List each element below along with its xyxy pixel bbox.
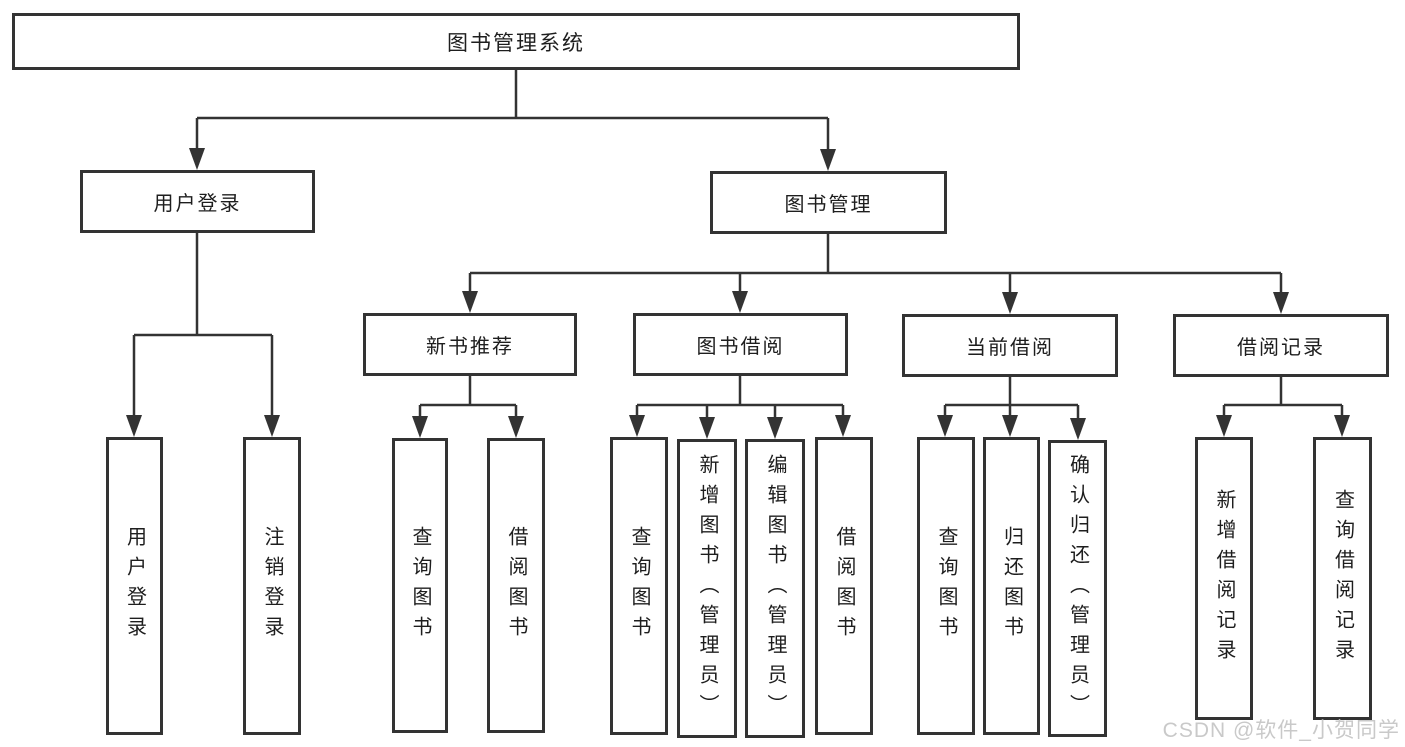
connector-root xyxy=(195,70,830,151)
leaf-confirm-return-admin: 确认归还（管理员） xyxy=(1048,440,1107,737)
leaf-logout: 注销登录 xyxy=(243,437,301,735)
leaf-add-book-admin: 新增图书（管理员） xyxy=(677,439,737,738)
node-book-borrow: 图书借阅 xyxy=(633,313,848,376)
connector-new-book-recommend xyxy=(418,376,518,418)
watermark: CSDN @软件_小贺同学 xyxy=(1162,719,1400,742)
arrowheads xyxy=(126,148,1350,440)
node-library-management-system: 图书管理系统 xyxy=(12,13,1020,70)
arrow-icon xyxy=(732,291,748,313)
arrow-icon xyxy=(1070,418,1086,440)
arrow-icon xyxy=(937,415,953,437)
arrow-icon xyxy=(767,417,783,439)
leaf-user-login: 用户登录 xyxy=(106,437,163,735)
leaf-query-books-recommend: 查询图书 xyxy=(392,438,448,733)
node-current-borrow: 当前借阅 xyxy=(902,314,1118,377)
connector-current-borrow xyxy=(943,377,1080,420)
leaf-borrow-books-recommend: 借阅图书 xyxy=(487,438,545,733)
node-user-login: 用户登录 xyxy=(80,170,315,233)
leaf-query-borrow-record: 查询借阅记录 xyxy=(1313,437,1372,720)
arrow-icon xyxy=(462,291,478,313)
arrow-icon xyxy=(1216,415,1232,437)
arrow-icon xyxy=(126,415,142,437)
arrow-icon xyxy=(508,416,524,438)
arrow-icon xyxy=(264,415,280,437)
connector-user-login xyxy=(132,233,274,417)
arrow-icon xyxy=(1334,415,1350,437)
arrow-icon xyxy=(189,148,205,170)
leaf-query-books-current: 查询图书 xyxy=(917,437,975,735)
leaf-return-books: 归还图书 xyxy=(983,437,1040,735)
node-book-management: 图书管理 xyxy=(710,171,947,234)
connector-book-borrow xyxy=(635,376,845,419)
arrow-icon xyxy=(820,149,836,171)
arrow-icon xyxy=(1002,415,1018,437)
leaf-query-books-borrow: 查询图书 xyxy=(610,437,668,735)
leaf-borrow-books: 借阅图书 xyxy=(815,437,873,735)
leaf-edit-book-admin: 编辑图书（管理员） xyxy=(745,439,805,738)
arrow-icon xyxy=(1273,292,1289,314)
connector-borrow-records xyxy=(1222,377,1344,417)
arrow-icon xyxy=(835,415,851,437)
connector-book-management xyxy=(468,234,1283,294)
arrow-icon xyxy=(629,415,645,437)
leaf-add-borrow-record: 新增借阅记录 xyxy=(1195,437,1253,720)
arrow-icon xyxy=(699,417,715,439)
node-new-book-recommend: 新书推荐 xyxy=(363,313,577,376)
arrow-icon xyxy=(1002,292,1018,314)
arrow-icon xyxy=(412,416,428,438)
node-borrow-records: 借阅记录 xyxy=(1173,314,1389,377)
